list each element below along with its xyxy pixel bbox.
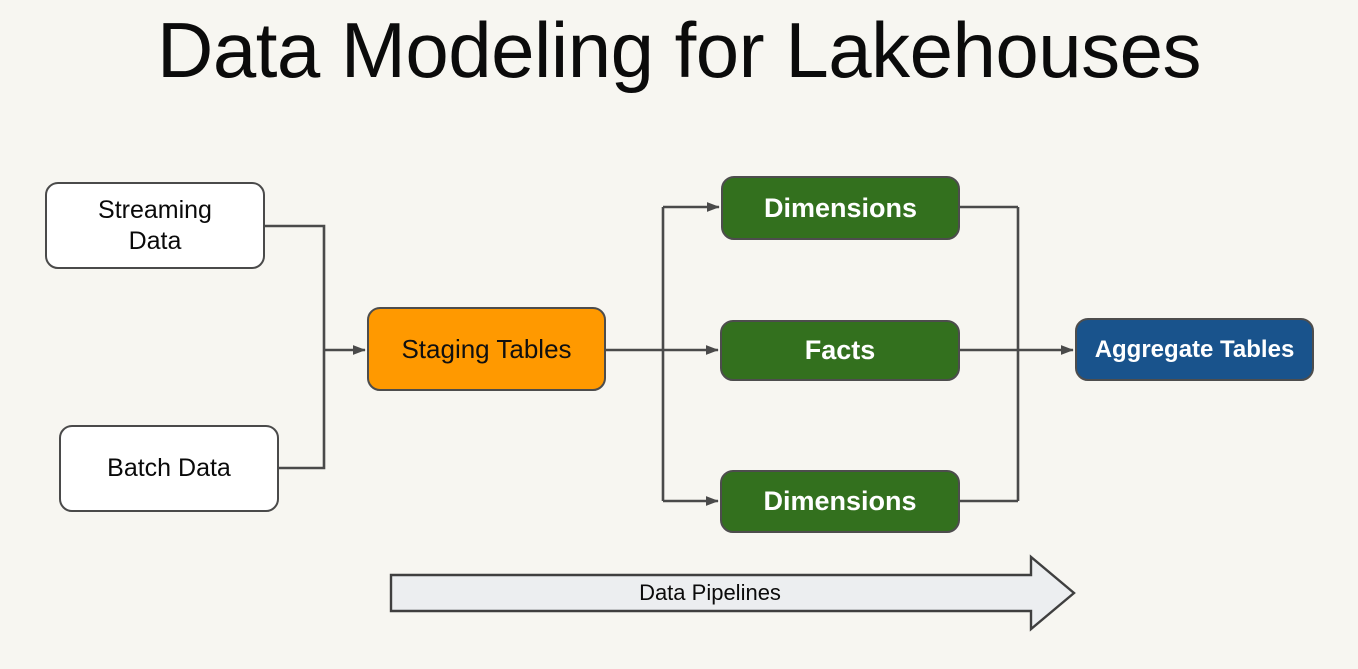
node-dimensions-top[interactable]: Dimensions — [721, 176, 960, 240]
node-dimensions-bottom[interactable]: Dimensions — [720, 470, 960, 533]
node-aggregate-tables[interactable]: Aggregate Tables — [1075, 318, 1314, 381]
edge-streaming-to-staging — [265, 224, 326, 350]
page-title: Data Modeling for Lakehouses — [157, 6, 1202, 94]
edge-staging-to-bus — [606, 207, 665, 501]
node-facts[interactable]: Facts — [720, 320, 960, 381]
node-facts-label: Facts — [804, 335, 876, 365]
edge-batch-to-staging — [279, 350, 326, 470]
node-batch-data[interactable]: Batch Data — [59, 425, 279, 512]
node-staging-tables-label: Staging Tables — [401, 333, 572, 364]
node-batch-data-label: Batch Data — [107, 454, 231, 482]
node-dimensions-top-label: Dimensions — [763, 192, 918, 223]
data-pipelines-arrow — [389, 554, 1076, 632]
node-staging-tables[interactable]: Staging Tables — [367, 307, 606, 391]
node-aggregate-tables-label: Aggregate Tables — [1094, 335, 1295, 363]
node-dimensions-bottom-label: Dimensions — [763, 486, 917, 516]
